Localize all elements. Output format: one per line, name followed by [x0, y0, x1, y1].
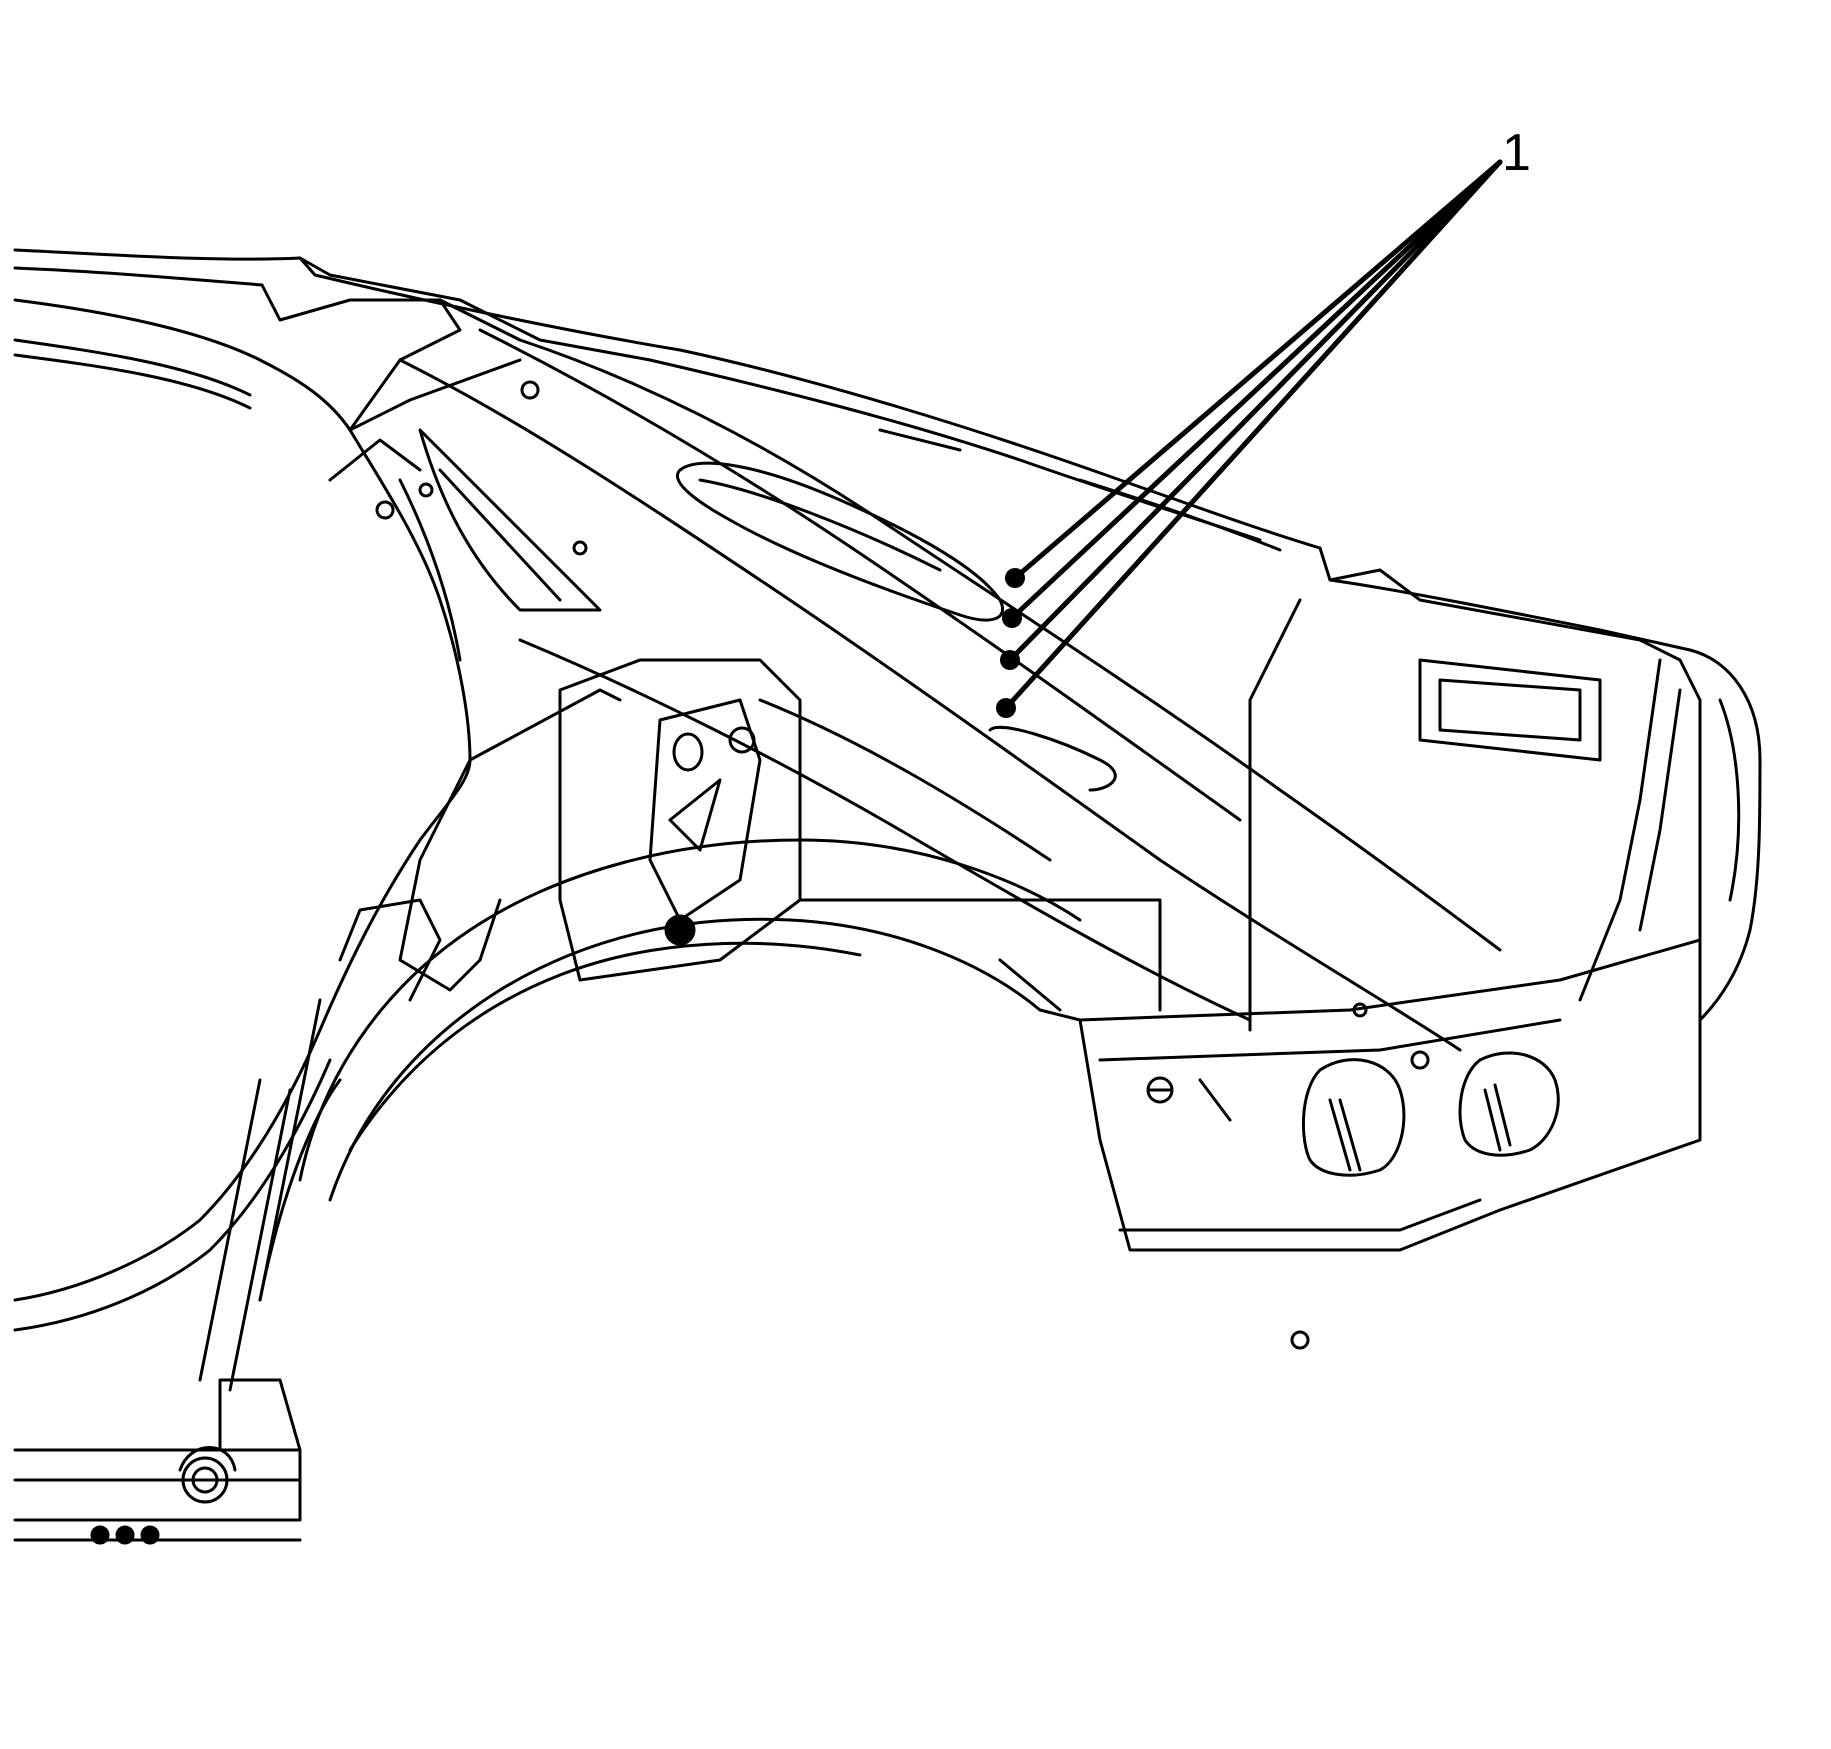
weld-point-dot — [1000, 650, 1020, 670]
diagonal-reinforcement-upper — [438, 298, 1502, 952]
diagonal-reinforcement-lower — [398, 358, 1462, 1052]
weld-point-dot — [1002, 608, 1022, 628]
weld-point-dot — [996, 698, 1016, 718]
lamp-pocket-left — [1302, 1058, 1406, 1177]
door-opening-rear-edge — [348, 428, 472, 762]
triangular-window-bay — [418, 428, 602, 612]
roof-rail-inner — [13, 298, 352, 432]
callout-leader-line — [1012, 159, 1503, 581]
callout-label-1: 1 — [1502, 124, 1531, 182]
lamp-pocket-right — [1458, 1051, 1560, 1157]
callout-1-target-dots — [996, 568, 1025, 718]
tail-lamp-flange — [1688, 648, 1762, 1022]
callout-1-leaders — [1003, 159, 1503, 711]
upper-oval-pocket — [676, 461, 1004, 622]
rear-wheelhouse-arch-inner — [328, 917, 1042, 1202]
rear-window-frame — [1318, 546, 1702, 1002]
callout-leader-line — [1009, 159, 1503, 621]
body-structure-linework — [13, 248, 1762, 1545]
roof-rail-outer — [13, 248, 1322, 550]
rocker-sill-upper — [13, 758, 472, 1302]
callout-leader-line — [1003, 159, 1503, 711]
callout-leader-line — [1007, 159, 1503, 663]
weld-point-dot — [1005, 568, 1025, 588]
rear-wheelhouse-arch-outer — [298, 838, 1082, 1182]
